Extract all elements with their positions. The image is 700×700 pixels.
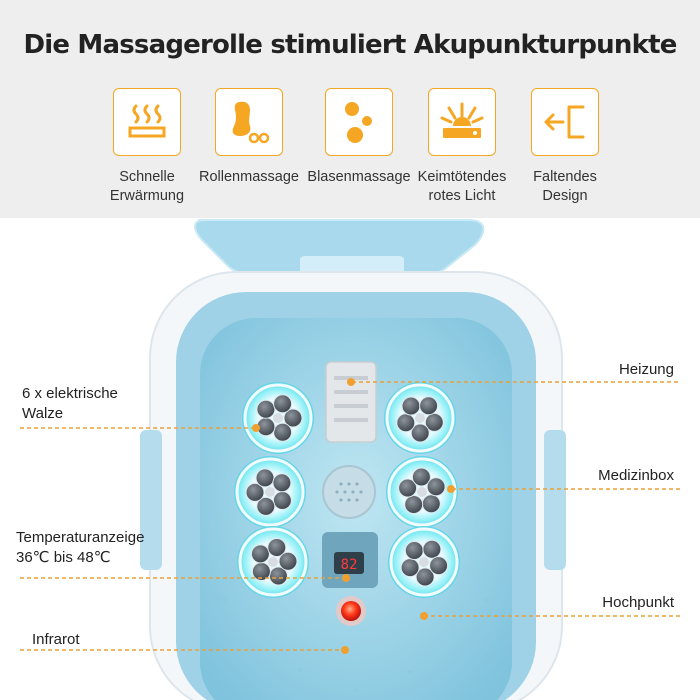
side-handle-right — [544, 430, 566, 570]
roller — [386, 456, 458, 528]
feature-label: Rollenmassage — [199, 169, 299, 185]
bubbles-icon — [345, 102, 372, 143]
callout-temperature-display: Temperaturanzeige 36℃ bis 48℃ — [16, 529, 145, 566]
infrared-light — [341, 601, 361, 621]
callout-high-point: Hochpunkt — [602, 594, 674, 611]
feature-bubble-massage: Blasenmassage — [304, 88, 414, 187]
feature-label: Blasenmassage — [307, 169, 411, 185]
roller — [384, 382, 456, 454]
side-handle-left — [140, 430, 162, 570]
callout-medicine-box: Medizinbox — [598, 467, 674, 484]
foot-spa-illustration: 82 — [140, 219, 566, 700]
temperature-display — [334, 552, 364, 574]
sun-rays-icon — [440, 102, 484, 138]
massage-rollers — [234, 382, 460, 598]
roller — [234, 456, 306, 528]
page-title: Die Massagerolle stimuliert Akupunkturpu… — [23, 30, 677, 60]
feature-quick-heating: Schnelle Erwärmung — [92, 88, 202, 206]
feature-label: Keimtötendes rotes Licht — [417, 169, 507, 204]
foot-roller-icon — [232, 101, 270, 144]
callout-electric-rollers: 6 x elektrische Walze — [22, 385, 118, 422]
feature-folding-design: Faltendes Design — [510, 88, 620, 206]
heat-waves-icon — [128, 104, 166, 138]
medicine-box — [322, 465, 376, 519]
roller — [242, 382, 314, 454]
callout-heating: Heizung — [618, 361, 674, 378]
roller — [237, 526, 309, 598]
roller — [388, 526, 460, 598]
callout-infrared: Infrarot — [32, 631, 80, 648]
feature-label: Faltendes Design — [533, 169, 597, 204]
feature-germicidal-red-light: Keimtötendes rotes Licht — [407, 88, 517, 206]
fold-arrow-icon — [544, 105, 585, 139]
feature-roller-massage: Rollenmassage — [194, 88, 304, 187]
feature-label: Schnelle Erwärmung — [109, 169, 185, 204]
display-readout: 82 — [341, 557, 358, 573]
